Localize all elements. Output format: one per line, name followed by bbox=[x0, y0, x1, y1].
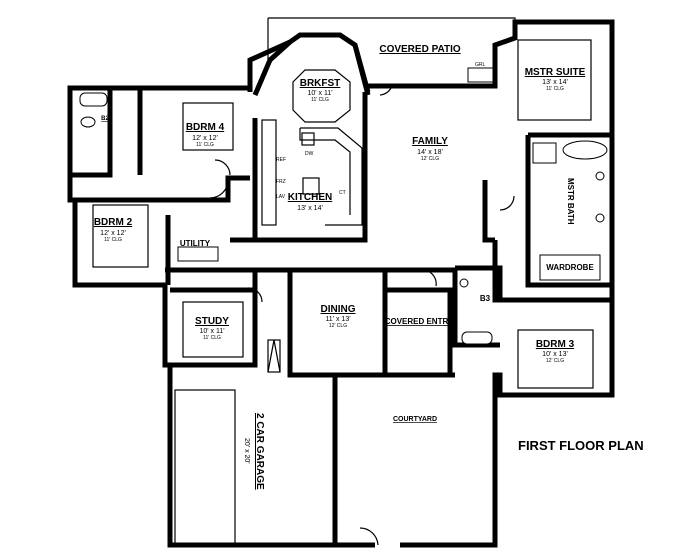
family-ceiling: 12' CLG bbox=[421, 156, 439, 162]
garage-parking bbox=[174, 389, 236, 546]
interior-walls bbox=[70, 88, 612, 378]
study-size: 10' x 11' bbox=[199, 328, 224, 335]
exterior-wall bbox=[67, 19, 615, 548]
mstr-shower bbox=[532, 142, 557, 164]
wardrobe-shelving bbox=[539, 254, 601, 281]
lav-label: LAV bbox=[276, 194, 286, 200]
b2-toilet bbox=[80, 116, 96, 128]
b3-label: B3 bbox=[480, 294, 491, 303]
bdrm4-size: 12' x 12' bbox=[192, 135, 218, 142]
b2-label: B2 bbox=[101, 116, 109, 122]
bdrm2-size: 12' x 12' bbox=[100, 230, 126, 237]
kitchen-counter bbox=[299, 127, 363, 226]
b2-tub bbox=[79, 92, 108, 107]
brkfst-ceiling: 11' CLG bbox=[311, 97, 329, 103]
attic-stair-line bbox=[267, 339, 275, 373]
mstr-suite-ceiling: 11' CLG bbox=[546, 86, 564, 92]
utility-label: UTILITY bbox=[180, 239, 211, 248]
grl-label: GRL bbox=[475, 62, 486, 68]
bdrm3-label: BDRM 3 bbox=[536, 339, 575, 350]
covered-entry-label: COVERED ENTRY bbox=[385, 317, 454, 326]
bdrm3-rug bbox=[517, 329, 594, 389]
kitchen-size: 13' x 14' bbox=[297, 205, 323, 212]
family-size: 14' x 18' bbox=[417, 149, 443, 156]
attic-stair-line bbox=[273, 339, 281, 373]
bdrm3-size: 10' x 13' bbox=[542, 351, 568, 358]
attic-stair bbox=[267, 339, 281, 373]
wardrobe-label: WARDROBE bbox=[546, 263, 594, 272]
utility-sink bbox=[177, 246, 219, 262]
ct-label: CT bbox=[339, 190, 346, 196]
b3-sink bbox=[459, 278, 469, 288]
bdrm3-ceiling: 12' CLG bbox=[546, 358, 564, 364]
mstr-suite-size: 13' x 14' bbox=[542, 79, 568, 86]
dw-label: DW bbox=[305, 151, 314, 157]
mstr-sink bbox=[595, 213, 605, 223]
family-label: FAMILY bbox=[412, 136, 448, 147]
kitchen-label: KITCHEN bbox=[288, 192, 332, 203]
ref-label: REF bbox=[276, 157, 286, 163]
b3-tub bbox=[461, 331, 493, 345]
dining-size: 11' x 13' bbox=[325, 316, 350, 323]
garage-size: 20' x 20' bbox=[243, 438, 250, 464]
mstr-suite-label: MSTR SUITE bbox=[525, 67, 586, 78]
bdrm2-rug bbox=[92, 204, 149, 268]
door-swings bbox=[209, 85, 515, 546]
mstr-suite-rug bbox=[517, 39, 592, 121]
mstr-sink bbox=[595, 171, 605, 181]
study-ceiling: 11' CLG bbox=[203, 335, 221, 341]
study-label: STUDY bbox=[195, 316, 229, 327]
pantry-cabinets bbox=[261, 119, 277, 226]
kitchen-island bbox=[302, 177, 320, 195]
brkfst-bay-wall bbox=[252, 40, 371, 96]
dishwasher bbox=[301, 132, 315, 146]
frz-label: FRZ bbox=[276, 179, 286, 185]
bdrm2-ceiling: 11' CLG bbox=[104, 237, 122, 243]
covered-patio-label: COVERED PATIO bbox=[379, 44, 461, 55]
dining-label: DINING bbox=[321, 304, 356, 315]
bdrm2-label: BDRM 2 bbox=[94, 217, 133, 228]
bdrm4-rug bbox=[182, 102, 234, 151]
brkfst-label: BRKFST bbox=[300, 78, 341, 89]
bdrm4-label: BDRM 4 bbox=[186, 122, 225, 133]
mstr-bath-label: MSTR BATH bbox=[566, 178, 575, 225]
mstr-tub bbox=[562, 140, 608, 160]
bdrm4-ceiling: 11' CLG bbox=[196, 142, 214, 148]
brkfst-size: 10' x 11' bbox=[307, 90, 332, 97]
brkfst-table bbox=[292, 69, 351, 123]
garage-label: 2 CAR GARAGE bbox=[254, 413, 265, 490]
courtyard-label: COURTYARD bbox=[393, 416, 437, 423]
plan-title: FIRST FLOOR PLAN bbox=[518, 438, 644, 453]
dining-ceiling: 12' CLG bbox=[329, 323, 347, 329]
study-rug bbox=[182, 301, 244, 358]
grill bbox=[467, 67, 494, 83]
